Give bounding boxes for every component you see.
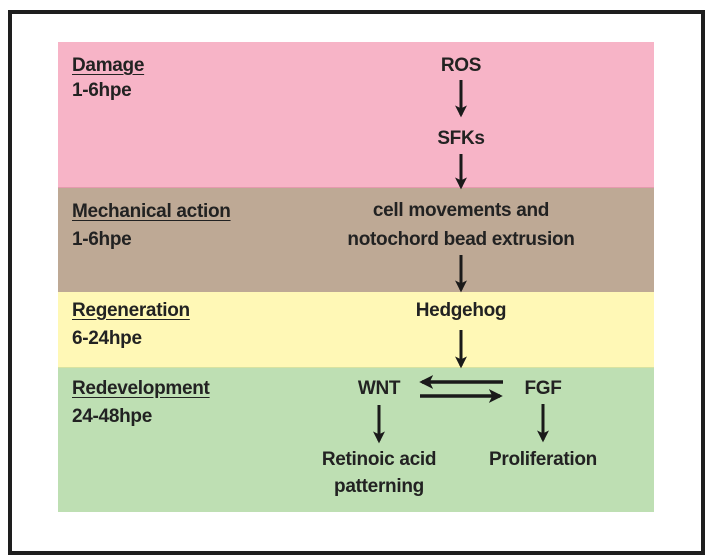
stage-time: 1-6hpe [72,229,132,250]
stage-band-mechanical-action [58,188,654,292]
node-fgf: FGF [524,378,562,399]
node-retinoic-acid-line2: patterning [334,476,424,497]
stage-band-redevelopment [58,368,654,512]
node-hedgehog: Hedgehog [415,300,507,321]
stage-label-regeneration: Regeneration 6-24hpe [72,300,190,350]
stage-time: 1-6hpe [72,80,132,101]
stage-title: Regeneration [72,300,190,321]
node-sfks: SFKs [437,128,485,149]
node-retinoic-acid-line1: Retinoic acid [321,449,437,470]
node-mech-line1: cell movements and [372,200,550,221]
stage-title: Redevelopment [72,378,210,399]
node-ros: ROS [440,55,482,76]
stage-time: 24-48hpe [72,406,152,427]
stage-band-regeneration [58,292,654,368]
node-mech-line2: notochord bead extrusion [347,229,575,250]
stage-time: 6-24hpe [72,328,142,349]
figure-frame [8,10,705,555]
stage-title: Mechanical action [72,201,231,222]
stage-band-damage [58,42,654,188]
stage-label-damage: Damage 1-6hpe [72,55,144,102]
stage-label-redevelopment: Redevelopment 24-48hpe [72,378,210,428]
node-proliferation: Proliferation [488,449,597,470]
node-wnt: WNT [357,378,401,399]
stage-label-mechanical-action: Mechanical action 1-6hpe [72,201,231,251]
stage-title: Damage [72,55,145,76]
